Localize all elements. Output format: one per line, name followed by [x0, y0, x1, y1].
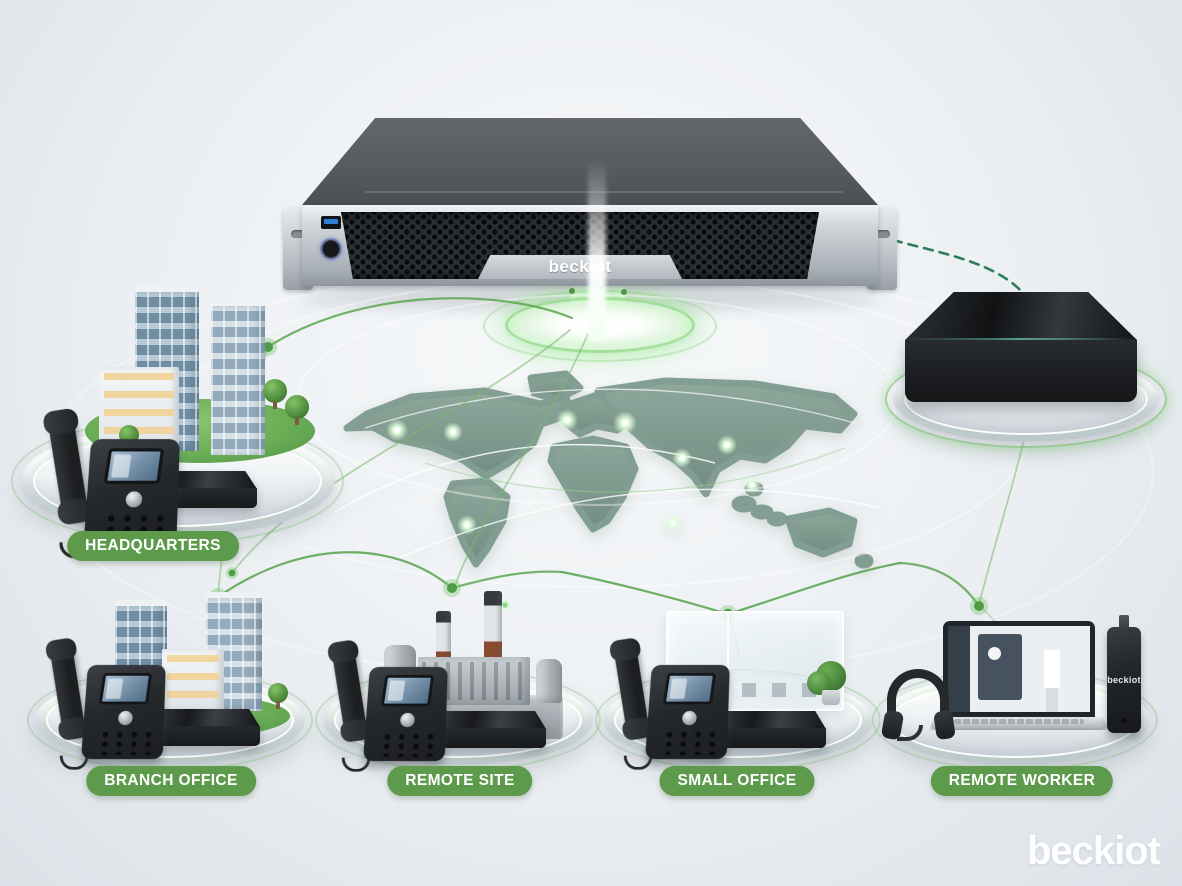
gateway-box-front [905, 340, 1137, 402]
ip-desk-phone-icon [48, 638, 170, 770]
laptop-keyboard-base [929, 717, 1109, 730]
light-beam-core [588, 160, 606, 340]
phone-cord [623, 755, 653, 770]
ip-desk-phone-icon [612, 638, 734, 770]
gateway-box-top-face [140, 709, 260, 727]
phone-body [645, 664, 730, 760]
phone-nav-button [117, 710, 133, 726]
label-remote-site: REMOTE SITE [387, 766, 533, 796]
phone-screen [662, 673, 717, 705]
usb-dongle-device: beckiot [1107, 615, 1141, 733]
laptop-display-chat-app [948, 626, 1090, 712]
world-map-icon [335, 370, 880, 569]
label-small-office: SMALL OFFICE [659, 766, 815, 796]
site-small-office [588, 583, 888, 788]
gateway-box-top [905, 292, 1137, 340]
phone-body [81, 664, 166, 760]
site-branch-office [20, 583, 320, 788]
phone-nav-button [125, 491, 143, 508]
phone-screen [380, 675, 435, 707]
usb-port-icon [321, 216, 341, 229]
tree-icon [263, 379, 287, 409]
phone-screen [103, 448, 165, 484]
gateway-box-front-face [426, 728, 546, 748]
phone-nav-button [399, 712, 415, 728]
gateway-box-front-face [140, 726, 260, 746]
label-headquarters: HEADQUARTERS [67, 531, 239, 561]
phone-cord [341, 757, 371, 772]
office-plant-icon [807, 661, 846, 705]
gateway-box-top-face [426, 711, 546, 729]
branch-mid-building [162, 649, 224, 713]
ventilation-grille: beckiot [341, 212, 819, 279]
power-button-icon [320, 238, 342, 260]
headset-earcup-right [933, 709, 956, 741]
headset-icon [880, 669, 957, 741]
site-remote-site [308, 583, 608, 788]
gateway-box-top-face [706, 711, 826, 729]
ip-desk-phone-icon [330, 640, 452, 772]
phone-keypad [94, 727, 155, 756]
site-remote-worker: beckiot [865, 583, 1165, 788]
small-office-gateway-box [706, 711, 826, 751]
server-logo-plate: beckiot [478, 255, 682, 279]
phone-body [363, 666, 448, 762]
chat-avatar-icon [988, 647, 1001, 660]
branch-gateway-box [140, 709, 260, 749]
phone-keypad [376, 729, 437, 758]
phone-screen [98, 673, 153, 705]
factory-tank [536, 659, 562, 703]
phone-keypad [658, 727, 719, 756]
gateway-glow-edge [905, 338, 1137, 341]
label-branch-office: BRANCH OFFICE [86, 766, 256, 796]
remote-site-gateway-box [426, 711, 546, 751]
phone-nav-button [681, 710, 697, 726]
laptop-screen [943, 621, 1095, 717]
gateway-box-front-face [706, 728, 826, 748]
tree-icon [285, 395, 309, 425]
phone-cord [59, 755, 89, 770]
gateway-appliance-scene [880, 268, 1172, 453]
dongle-logo-text: beckiot [1107, 675, 1141, 685]
hq-tower-right [211, 300, 265, 455]
tree-icon [268, 683, 288, 709]
label-remote-worker: REMOTE WORKER [930, 766, 1114, 796]
headset-band [887, 669, 949, 723]
brand-watermark-logo: beckiot [1026, 829, 1161, 873]
